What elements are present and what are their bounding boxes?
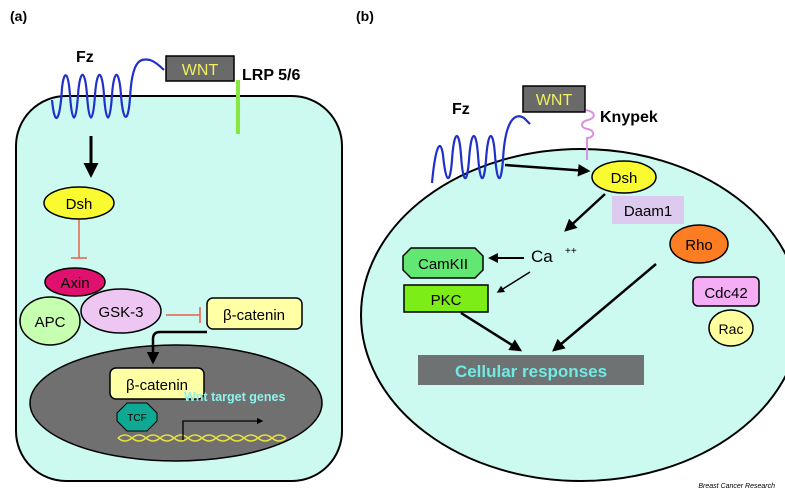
cellular-responses-box xyxy=(418,355,644,385)
rho-node xyxy=(669,224,729,264)
nuclear-beta-catenin-label: β-catenin xyxy=(126,377,188,394)
wnt-label-a: WNT xyxy=(182,62,219,79)
gsk3-node xyxy=(80,288,162,334)
rac-node xyxy=(708,309,754,347)
cdc42-node xyxy=(692,276,760,307)
pkc-to-responses-arrow xyxy=(460,311,523,352)
apc-label: APC xyxy=(35,314,66,331)
daam1-label: Daam1 xyxy=(624,203,672,220)
rac-label: Rac xyxy=(719,321,744,337)
panel-b-label: (b) xyxy=(356,8,374,24)
wnt-ligand xyxy=(165,55,235,82)
beta-catenin-node xyxy=(206,297,303,330)
apc-node xyxy=(19,296,81,346)
dsh-node xyxy=(43,186,115,220)
lrp-label: LRP 5/6 xyxy=(242,67,301,84)
panel-a-label: (a) xyxy=(10,8,27,24)
gsk3-label: GSK-3 xyxy=(98,304,143,321)
ca-label: Ca xyxy=(531,247,553,266)
dsh-label-a: Dsh xyxy=(66,196,93,213)
tcf-label: TCF xyxy=(127,413,146,424)
frizzled-receptor xyxy=(50,58,165,119)
dsh-to-ca-arrow xyxy=(564,193,606,232)
fz-label-b: Fz xyxy=(452,101,470,118)
camkii-node xyxy=(402,247,484,279)
wnt-ligand-b xyxy=(522,85,586,113)
knypek-coreceptor xyxy=(581,109,595,160)
catenin-translocation-arrow xyxy=(146,330,207,365)
wnt-label-b: WNT xyxy=(536,92,573,109)
dsh-label-b: Dsh xyxy=(611,170,638,187)
tcf-node xyxy=(116,402,158,432)
credit-label: Breast Cancer Research xyxy=(698,483,775,490)
ca-to-pkc-arrow xyxy=(496,271,531,293)
dna-strand-2 xyxy=(117,434,287,442)
knypek-label: Knypek xyxy=(600,109,658,126)
rho-to-responses-arrow xyxy=(552,263,657,352)
fz-to-dsh-arrow-b xyxy=(504,163,591,177)
rho-label: Rho xyxy=(685,237,713,254)
beta-catenin-label: β-catenin xyxy=(223,307,285,324)
pkc-label: PKC xyxy=(431,292,462,309)
camkii-label: CamKII xyxy=(418,256,468,273)
fz-label-a: Fz xyxy=(76,49,94,66)
cdc42-label: Cdc42 xyxy=(704,285,747,302)
axin-label: Axin xyxy=(60,275,89,292)
nuclear-beta-catenin-node xyxy=(109,367,205,400)
frizzled-receptor-b xyxy=(430,115,531,184)
ca-charge-label: ++ xyxy=(565,246,577,257)
target-genes-label: Wnt target genes xyxy=(184,390,285,404)
cellular-responses-label: Cellular responses xyxy=(455,362,607,381)
dsh-node-b xyxy=(591,160,657,194)
axin-node xyxy=(44,267,106,297)
transcription-arrow xyxy=(182,417,264,440)
pkc-node xyxy=(403,284,489,313)
nucleus xyxy=(29,344,323,462)
daam1-node xyxy=(612,196,684,224)
